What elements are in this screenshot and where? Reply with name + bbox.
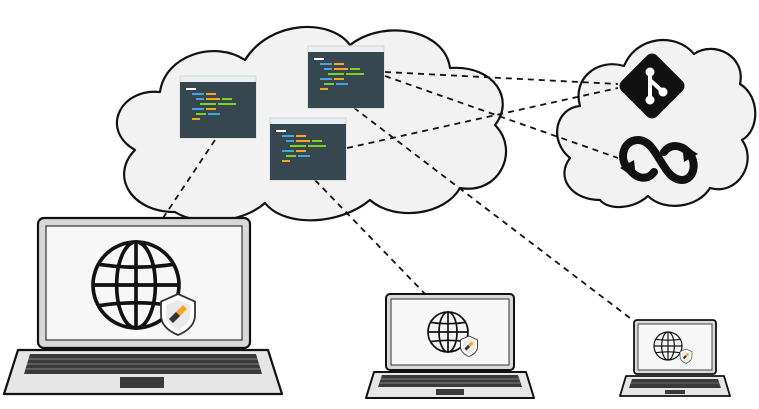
connection-code2-sync bbox=[384, 75, 619, 159]
laptop-large bbox=[2, 216, 284, 396]
globe-icon bbox=[653, 331, 683, 361]
laptop-medium bbox=[365, 293, 535, 399]
code-window-2 bbox=[307, 45, 385, 109]
sync-icon bbox=[619, 135, 698, 185]
connection-code2-git bbox=[384, 71, 619, 85]
laptop-small-keyboard bbox=[629, 379, 721, 388]
code-window-3 bbox=[269, 117, 347, 181]
laptop-large-trackpad bbox=[120, 377, 164, 388]
laptop-small-trackpad bbox=[665, 390, 685, 394]
laptop-small bbox=[619, 319, 731, 397]
connection-code3-git bbox=[346, 87, 619, 149]
connection-code2-laptop-small bbox=[344, 100, 669, 348]
git-icon bbox=[619, 53, 685, 119]
laptop-medium-trackpad bbox=[436, 389, 464, 395]
laptop-medium-keyboard bbox=[378, 375, 522, 387]
code-window-1 bbox=[179, 75, 257, 139]
services-cloud bbox=[556, 39, 757, 209]
laptop-small-screen bbox=[637, 323, 713, 371]
